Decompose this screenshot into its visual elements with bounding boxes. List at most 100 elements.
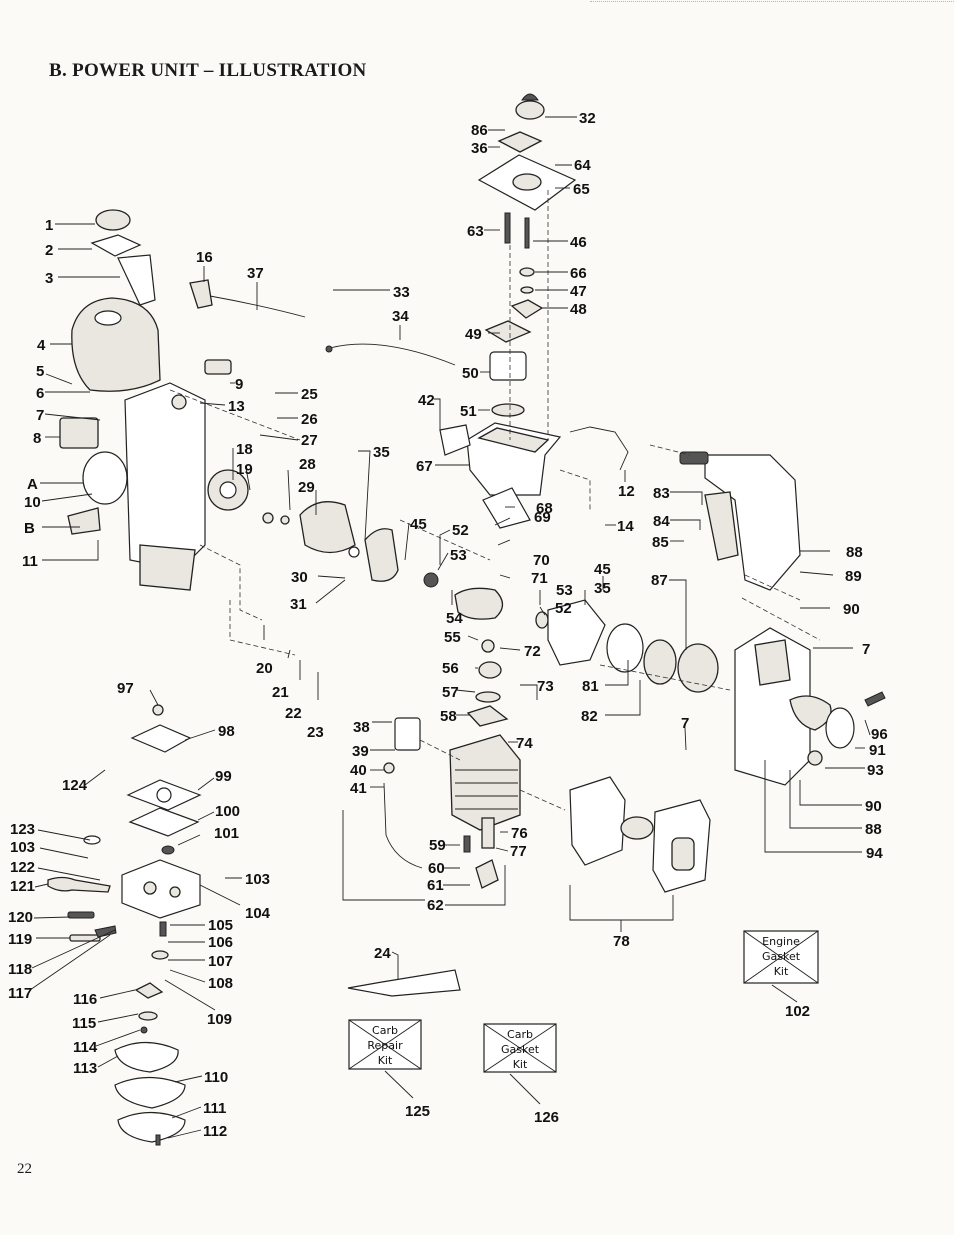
- alignment-lines: [169, 190, 821, 811]
- callout-106: 106: [208, 934, 233, 951]
- callout-52b: 52: [555, 600, 572, 617]
- callout-18: 18: [236, 441, 253, 458]
- callout-61: 61: [427, 877, 444, 894]
- callout-65: 65: [573, 181, 590, 198]
- callout-5: 5: [36, 363, 44, 380]
- callout-62: 62: [427, 897, 444, 914]
- callout-22: 22: [285, 705, 302, 722]
- callout-27: 27: [301, 432, 318, 449]
- callout-87: 87: [651, 572, 668, 589]
- callout-81: 81: [582, 678, 599, 695]
- callout-71: 71: [531, 570, 548, 587]
- callout-112: 112: [203, 1123, 227, 1140]
- callout-33: 33: [393, 284, 410, 301]
- callout-118: 118: [8, 961, 32, 978]
- page-title: B. POWER UNIT – ILLUSTRATION: [49, 60, 367, 81]
- page-number: 22: [17, 1161, 32, 1177]
- fuel-filter-part: [189, 279, 456, 366]
- callout-105: 105: [208, 917, 233, 934]
- engine-gasket-kit-label-3: Kit: [774, 965, 789, 978]
- callout-19: 19: [236, 461, 253, 478]
- callout-2: 2: [45, 242, 53, 259]
- callout-99: 99: [215, 768, 232, 785]
- callout-45b: 45: [594, 561, 611, 578]
- callout-119: 119: [8, 931, 32, 948]
- callout-69: 69: [534, 509, 551, 526]
- callout-14: 14: [617, 518, 634, 535]
- callout-93: 93: [867, 762, 884, 779]
- carb-repair-kit-label-1: Carb: [372, 1024, 398, 1037]
- callout-36: 36: [471, 140, 488, 157]
- callout-123: 123: [10, 821, 35, 838]
- callout-46: 46: [570, 234, 587, 251]
- callout-25: 25: [301, 386, 318, 403]
- callout-47: 47: [570, 283, 587, 300]
- callout-24: 24: [374, 945, 391, 962]
- carb-repair-kit-label-2: Repair: [367, 1039, 403, 1052]
- callout-37: 37: [247, 265, 264, 282]
- carburetor-bolts-part: [484, 212, 544, 417]
- callout-100: 100: [215, 803, 240, 820]
- callout-40: 40: [350, 762, 367, 779]
- callout-54: 54: [446, 610, 463, 627]
- air-box-part: [439, 422, 562, 529]
- callout-52a: 52: [452, 522, 469, 539]
- callout-91: 91: [869, 742, 886, 759]
- crankcase-housing-part: [124, 359, 232, 591]
- clutch-assembly-part: [606, 623, 719, 693]
- callout-34: 34: [392, 308, 409, 325]
- callout-77: 77: [510, 843, 527, 860]
- callout-68: 68: [536, 500, 553, 517]
- callout-98: 98: [218, 723, 235, 740]
- carb-gasket-kit-label-1: Carb: [507, 1028, 533, 1041]
- callout-7b: 7: [862, 641, 870, 658]
- callout-63: 63: [467, 223, 484, 240]
- callout-B: B: [24, 520, 35, 537]
- callout-50: 50: [462, 365, 479, 382]
- callout-A: A: [27, 476, 38, 493]
- callout-21: 21: [272, 684, 289, 701]
- callout-4: 4: [37, 337, 46, 354]
- callout-6: 6: [36, 385, 44, 402]
- piston-part: [466, 661, 509, 727]
- callout-73: 73: [537, 678, 554, 695]
- callout-35b: 35: [594, 580, 611, 597]
- callout-72: 72: [524, 643, 541, 660]
- callout-23: 23: [307, 724, 324, 741]
- callout-104: 104: [245, 905, 271, 922]
- callout-26: 26: [301, 411, 318, 428]
- callout-94: 94: [866, 845, 883, 862]
- carb-gasket-kit-box: Carb Gasket Kit: [483, 1023, 557, 1105]
- top-rule: [590, 1, 954, 2]
- callout-116: 116: [73, 991, 97, 1008]
- callout-103a: 103: [10, 839, 35, 856]
- callout-76: 76: [511, 825, 528, 842]
- callout-103b: 103: [245, 871, 270, 888]
- callout-35a: 35: [373, 444, 390, 461]
- callout-84: 84: [653, 513, 670, 530]
- callout-89: 89: [845, 568, 862, 585]
- callout-102: 102: [785, 1003, 810, 1020]
- callout-122: 122: [10, 859, 35, 876]
- callout-39: 39: [352, 743, 369, 760]
- callout-59: 59: [429, 837, 446, 854]
- callout-20: 20: [256, 660, 273, 677]
- callout-31: 31: [290, 596, 307, 613]
- callout-126: 126: [534, 1109, 559, 1126]
- callout-88b: 88: [865, 821, 882, 838]
- callout-8: 8: [33, 430, 41, 447]
- cylinder-part: [383, 717, 521, 889]
- carb-repair-kit-label-3: Kit: [378, 1054, 393, 1067]
- callout-3: 3: [45, 270, 53, 287]
- callout-55: 55: [444, 629, 461, 646]
- callout-11: 11: [22, 553, 38, 570]
- carb-repair-kit-box: Carb Repair Kit: [348, 1019, 422, 1099]
- drive-housing-part: [734, 627, 886, 786]
- callout-60: 60: [428, 860, 445, 877]
- callout-83: 83: [653, 485, 670, 502]
- callout-96: 96: [871, 726, 888, 743]
- engine-gasket-kit-label-2: Gasket: [762, 950, 801, 963]
- callout-7c: 7: [681, 715, 689, 732]
- callout-64: 64: [574, 157, 591, 174]
- gas-tank-part: [59, 209, 161, 535]
